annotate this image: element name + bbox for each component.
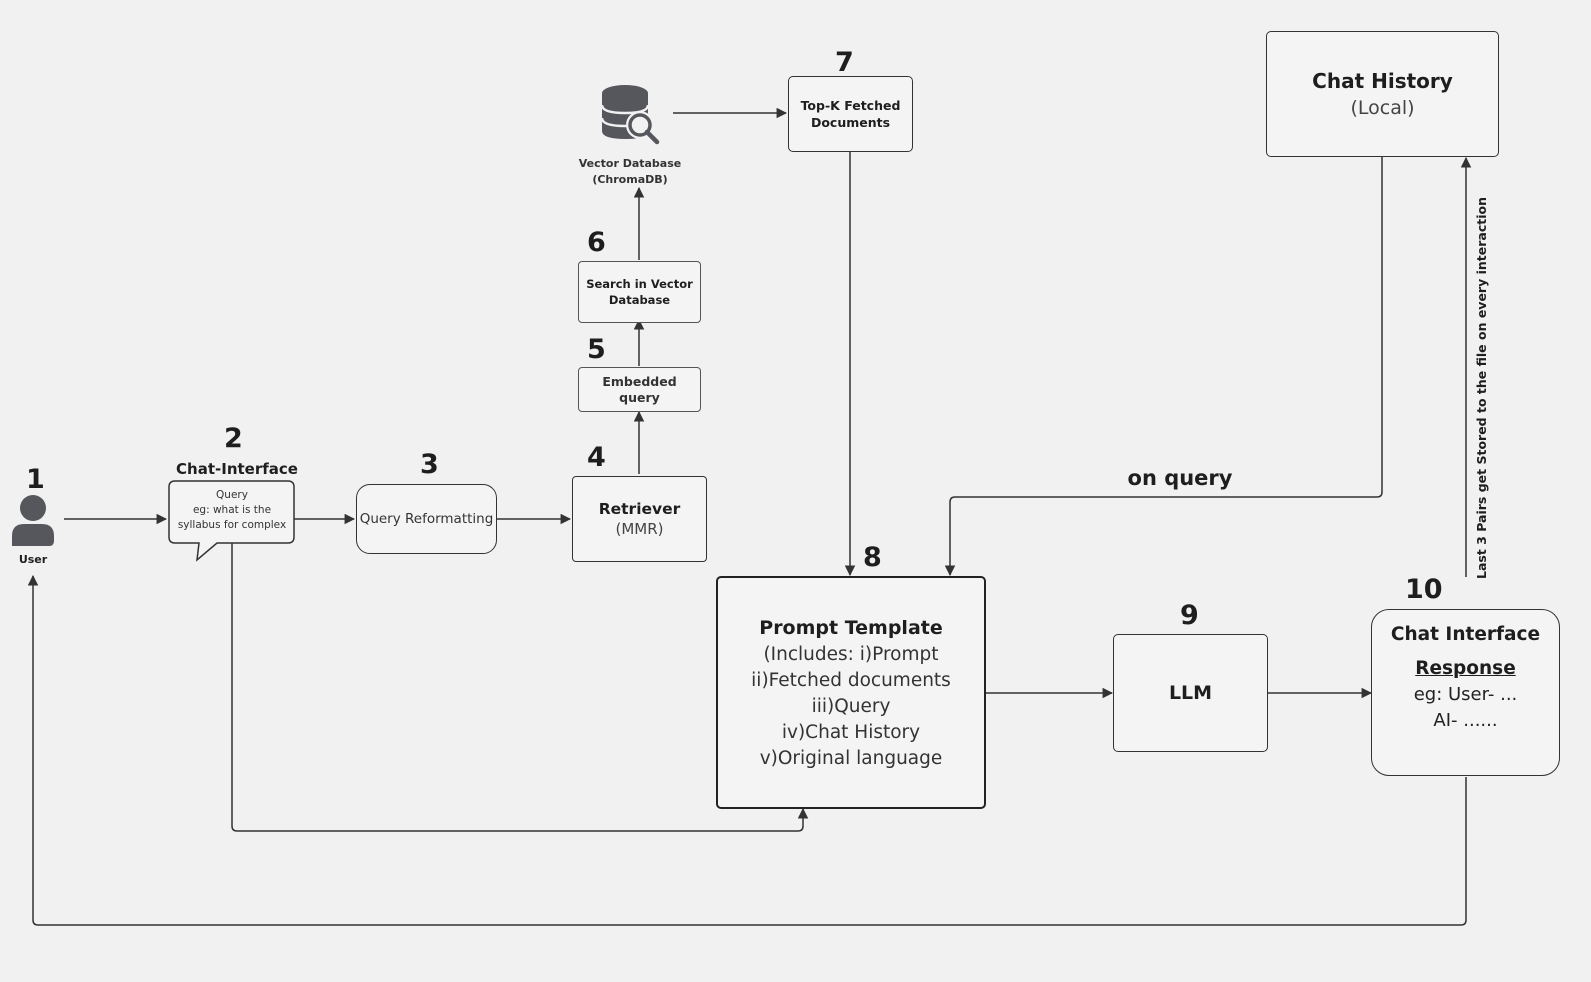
prompt-template-title: Prompt Template xyxy=(759,616,943,639)
step-number-2: 2 xyxy=(224,423,243,454)
step-number-8: 8 xyxy=(863,542,882,573)
prompt-template-line5: v)Original language xyxy=(759,747,943,769)
chat-bubble-line2: eg: what is the xyxy=(192,504,272,516)
arrow-output-to-user xyxy=(27,574,1467,926)
database-icon xyxy=(600,85,660,145)
user-icon xyxy=(12,495,54,546)
embedded-query-line2: query xyxy=(619,389,660,405)
chat-interface-output-node[interactable]: Chat Interface Response eg: User- ... AI… xyxy=(1371,609,1560,776)
step-number-6: 6 xyxy=(587,227,606,258)
llm-node[interactable]: LLM xyxy=(1113,634,1268,752)
response-label: Response xyxy=(1415,658,1516,679)
step-number-4: 4 xyxy=(587,442,606,473)
llm-label: LLM xyxy=(1168,682,1213,704)
prompt-template-node[interactable]: Prompt Template (Includes: i)Prompt ii)F… xyxy=(716,576,986,809)
step-number-9: 9 xyxy=(1180,600,1199,631)
prompt-template-line4: iv)Chat History xyxy=(781,721,921,743)
chat-history-title: Chat History xyxy=(1312,68,1453,93)
vector-database-line1: Vector Database xyxy=(578,157,682,170)
prompt-template-line3: iii)Query xyxy=(811,695,891,717)
response-line2: AI- ...... xyxy=(1433,710,1498,731)
step-number-3: 3 xyxy=(420,449,439,480)
on-query-label: on query xyxy=(1127,466,1233,490)
response-line1: eg: User- ... xyxy=(1413,684,1518,705)
chat-interface-title: Chat-Interface xyxy=(176,460,298,478)
chat-bubble-text[interactable]: Query eg: what is the syllabus for compl… xyxy=(170,488,294,533)
search-vector-db-line1: Search in Vector xyxy=(586,277,693,291)
arrow-chat-to-prompt xyxy=(231,543,809,832)
step-number-1: 1 xyxy=(26,464,45,495)
chat-bubble-shape xyxy=(168,480,295,562)
chat-bubble-line1: Query xyxy=(216,489,248,501)
query-reformatting-label: Query Reformatting xyxy=(359,511,494,527)
search-vector-db-node[interactable]: Search in Vector Database xyxy=(578,261,701,323)
chat-history-subtitle: (Local) xyxy=(1350,96,1415,119)
vector-database-line2: (ChromaDB) xyxy=(592,173,668,186)
prompt-template-line2: ii)Fetched documents xyxy=(751,669,951,691)
step-number-10: 10 xyxy=(1405,574,1443,605)
top-k-documents-node[interactable]: Top-K Fetched Documents xyxy=(788,76,913,152)
step-number-7: 7 xyxy=(835,47,854,78)
embedded-query-line1: Embedded xyxy=(602,373,677,389)
prompt-template-line1: (Includes: i)Prompt xyxy=(763,643,939,665)
arrow-history-to-prompt xyxy=(944,157,1383,577)
retriever-node[interactable]: Retriever (MMR) xyxy=(572,476,707,562)
retriever-subtitle: (MMR) xyxy=(615,520,664,538)
embedded-query-node[interactable]: Embedded query xyxy=(578,367,701,412)
step-number-5: 5 xyxy=(587,334,606,365)
top-k-line2: Documents xyxy=(810,115,891,130)
search-vector-db-line2: Database xyxy=(608,293,671,307)
chat-history-node[interactable]: Chat History (Local) xyxy=(1266,31,1499,157)
user-label: User xyxy=(18,553,48,566)
top-k-line1: Top-K Fetched xyxy=(800,98,901,113)
chat-bubble-line3: syllabus for complex xyxy=(177,519,287,531)
storage-note-label: Last 3 Pairs get Stored to the file on e… xyxy=(1474,197,1489,579)
retriever-title: Retriever xyxy=(598,500,681,518)
chat-interface-output-title: Chat Interface xyxy=(1390,624,1541,645)
vector-database-label: Vector Database (ChromaDB) xyxy=(570,156,690,188)
query-reformatting-node[interactable]: Query Reformatting xyxy=(356,484,497,554)
